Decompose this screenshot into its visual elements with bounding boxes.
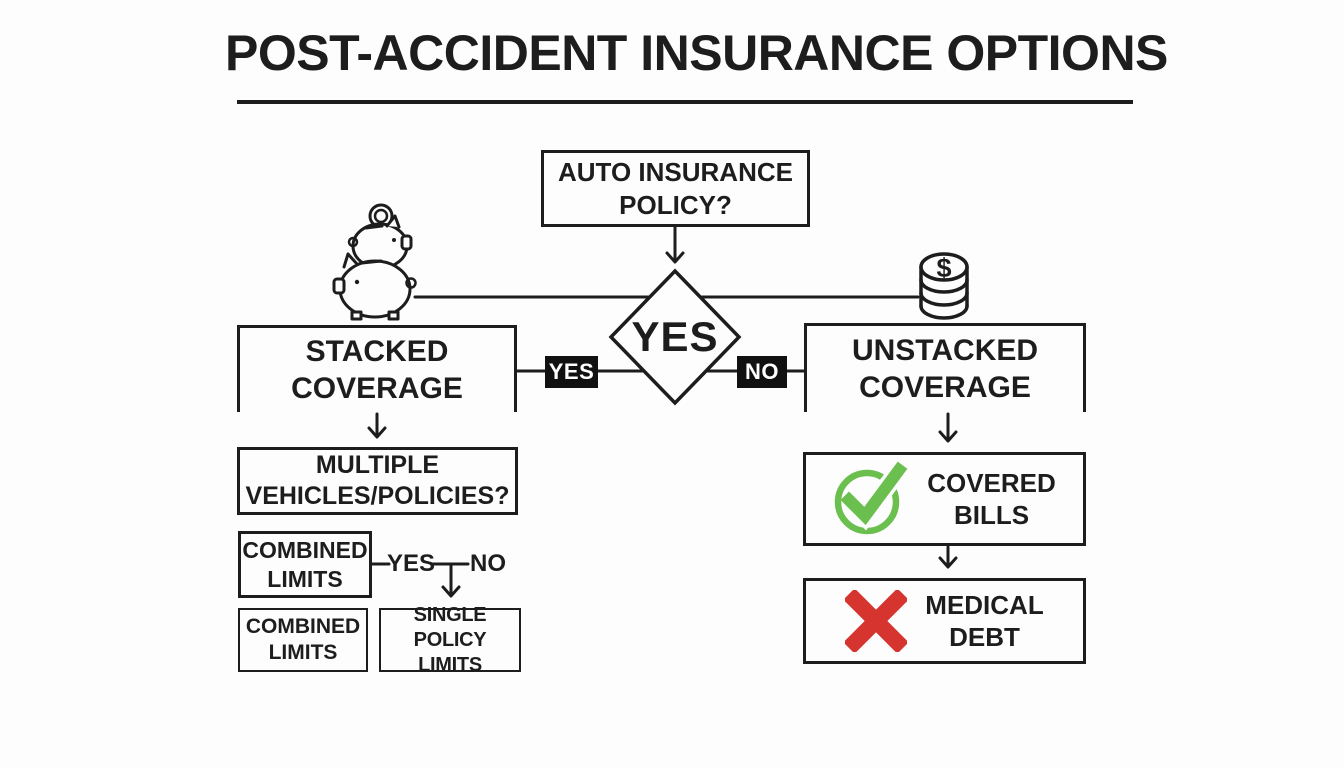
node-unstacked-coverage: UNSTACKED COVERAGE xyxy=(804,323,1086,412)
arrow-stacked-to-question xyxy=(367,412,387,439)
node-single-policy-limits: SINGLE POLICY LIMITS xyxy=(379,604,521,676)
connector-label-yes: YES xyxy=(545,356,598,388)
sub-connector-label-no: NO xyxy=(470,550,506,577)
arrow-covered-to-medical xyxy=(938,545,958,569)
node-auto-insurance-policy: AUTO INSURANCE POLICY? xyxy=(541,150,810,227)
decision-diamond xyxy=(608,268,742,406)
medical-debt-label: MEDICAL DEBT xyxy=(925,589,1044,653)
small-piggy-icon xyxy=(347,214,413,270)
check-circle-icon xyxy=(834,461,908,535)
stacked-piggy-banks-icon xyxy=(332,203,417,321)
node-covered-bills: COVERED BILLS xyxy=(803,452,1086,546)
node-multiple-vehicles-question: MULTIPLE VEHICLES/POLICIES? xyxy=(237,447,518,515)
node-combined-limits-outcome: COMBINED LIMITS xyxy=(238,608,368,672)
node-stacked-coverage: STACKED COVERAGE xyxy=(237,325,517,412)
coin-stack-icon: $ xyxy=(919,252,969,320)
sub-connector-label-yes: YES xyxy=(387,550,436,577)
cross-icon xyxy=(845,590,908,652)
node-medical-debt: MEDICAL DEBT xyxy=(803,578,1086,664)
covered-bills-label: COVERED BILLS xyxy=(927,467,1056,531)
page-title: POST-ACCIDENT INSURANCE OPTIONS xyxy=(225,25,1168,81)
title-underline xyxy=(237,100,1133,104)
dollar-sign: $ xyxy=(936,253,951,283)
decision-label: YES xyxy=(631,313,719,360)
connector-label-no: NO xyxy=(737,356,787,388)
big-piggy-icon xyxy=(332,252,417,321)
arrow-unstacked-to-covered xyxy=(938,412,958,443)
node-combined-limits-question: COMBINED LIMITS xyxy=(238,531,372,598)
sub-branch-lines xyxy=(370,562,470,598)
arrow-root-to-decision xyxy=(665,225,685,264)
